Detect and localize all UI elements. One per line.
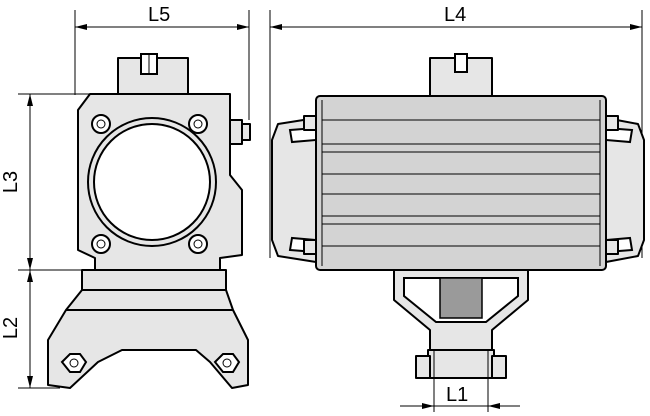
dimension-label-l1: L1 [446, 384, 469, 406]
dimension-label-l5: L5 [148, 4, 171, 26]
dimension-label-l4: L4 [444, 4, 467, 26]
base-bolts [60, 353, 241, 373]
dimension-label-l2: L2 [0, 316, 23, 340]
tie-rod-nuts [303, 115, 619, 255]
dimension-label-l3: L3 [0, 170, 23, 194]
dimension-lines [18, 10, 643, 412]
front-view [271, 53, 645, 380]
side-view [47, 53, 251, 389]
housing-bolts [91, 114, 208, 254]
